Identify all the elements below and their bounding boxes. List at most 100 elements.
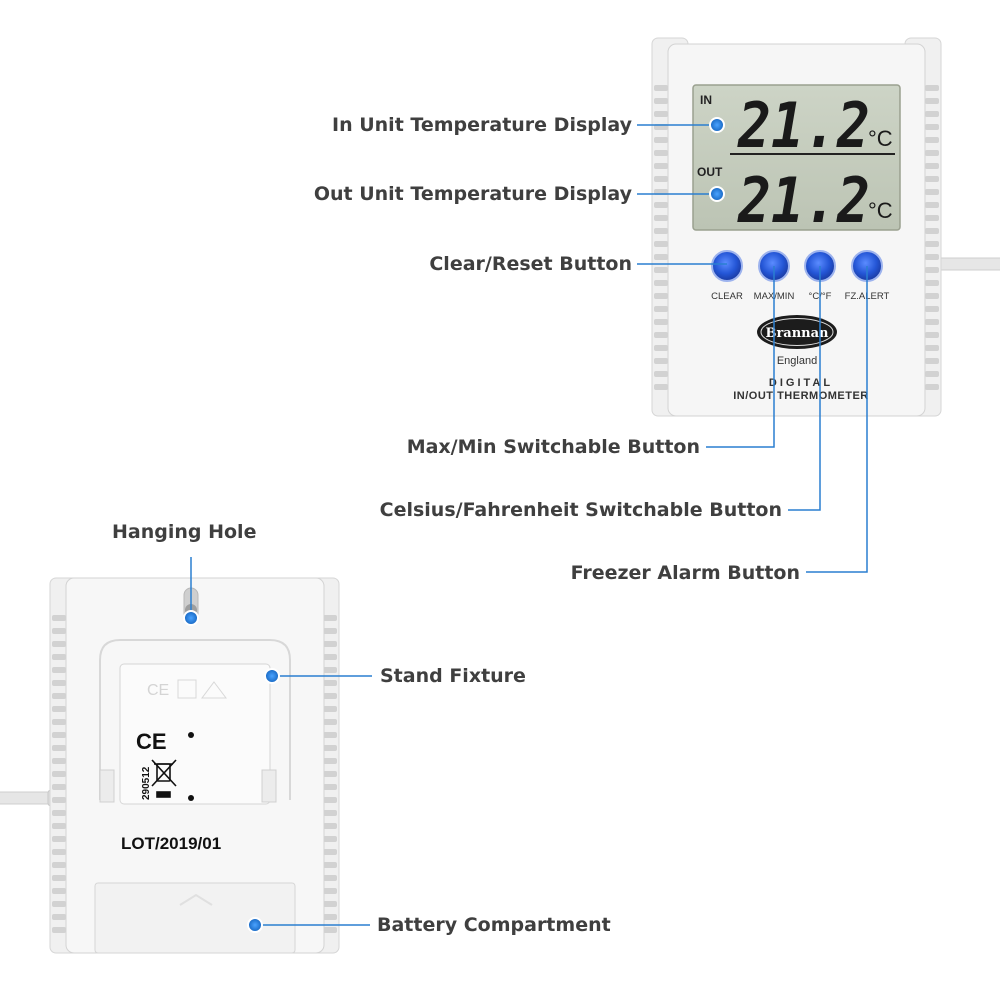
screw-dot-bottom — [188, 795, 194, 801]
dot-battery — [247, 917, 263, 933]
vent-slot — [52, 862, 66, 868]
vent-slot — [323, 849, 337, 855]
vent-slot — [925, 267, 939, 273]
vent-slot — [654, 176, 668, 182]
callout-battery: Battery Compartment — [377, 914, 611, 936]
vent-slot — [654, 306, 668, 312]
vent-slot — [52, 797, 66, 803]
vent-slot — [654, 345, 668, 351]
weee-bin-icon — [151, 759, 177, 798]
callout-maxmin-button: Max/Min Switchable Button — [406, 436, 700, 458]
lcd-screen — [692, 84, 901, 231]
callout-lines — [190, 124, 868, 926]
vent-slot — [323, 914, 337, 920]
back-left-vent-slots — [52, 615, 66, 933]
vent-slot — [654, 85, 668, 91]
vent-slot — [52, 901, 66, 907]
vent-slot — [654, 111, 668, 117]
lcd-in-label: IN — [700, 93, 712, 107]
vent-slot — [52, 719, 66, 725]
vent-slot — [323, 654, 337, 660]
vent-slot — [52, 745, 66, 751]
vent-slot — [925, 345, 939, 351]
vent-slot — [52, 927, 66, 933]
battery-compartment — [94, 882, 296, 954]
vent-slot — [323, 888, 337, 894]
vent-slot — [52, 875, 66, 881]
brand-logo: Brannan England — [757, 315, 837, 367]
vent-slot — [925, 306, 939, 312]
screw-dot-top — [188, 732, 194, 738]
clear-button-label: CLEAR — [711, 291, 743, 302]
vent-slot — [52, 758, 66, 764]
embossed-ce: CE — [147, 682, 169, 699]
vent-slot — [52, 823, 66, 829]
vent-slot — [654, 150, 668, 156]
vent-slot — [654, 228, 668, 234]
vent-slot — [925, 215, 939, 221]
vent-slot — [323, 680, 337, 686]
vent-slot — [323, 745, 337, 751]
vent-slot — [52, 654, 66, 660]
vent-slot — [52, 888, 66, 894]
vent-slot — [925, 280, 939, 286]
vent-slot — [654, 371, 668, 377]
vent-slot — [654, 202, 668, 208]
vent-slot — [925, 371, 939, 377]
brand-name: Brannan — [765, 326, 829, 341]
vent-slot — [323, 732, 337, 738]
vent-slot — [323, 758, 337, 764]
vent-slot — [323, 836, 337, 842]
vent-slot — [654, 163, 668, 169]
line-cf — [788, 266, 821, 511]
callout-dots — [183, 117, 725, 933]
vent-slot — [323, 693, 337, 699]
vent-slot — [323, 810, 337, 816]
vent-slot — [52, 667, 66, 673]
vent-slot — [52, 784, 66, 790]
dot-out-display — [709, 186, 725, 202]
vent-slot — [52, 628, 66, 634]
vent-slot — [925, 319, 939, 325]
vent-slot — [323, 719, 337, 725]
vent-slot — [323, 667, 337, 673]
callout-cf-button: Celsius/Fahrenheit Switchable Button — [379, 499, 782, 521]
vent-slot — [925, 124, 939, 130]
vent-slot — [654, 358, 668, 364]
out-temperature-reading: 21.2 — [737, 164, 870, 237]
vent-slot — [925, 176, 939, 182]
vent-slot — [52, 693, 66, 699]
vent-slot — [654, 384, 668, 390]
vent-slot — [654, 98, 668, 104]
callout-in-display: In Unit Temperature Display — [332, 114, 632, 136]
vent-slot — [925, 332, 939, 338]
vent-slot — [323, 641, 337, 647]
product-line2: IN/OUT THERMOMETER — [733, 390, 869, 402]
vent-slot — [925, 111, 939, 117]
vent-slot — [925, 293, 939, 299]
vent-slot — [52, 849, 66, 855]
vent-slot — [52, 706, 66, 712]
vent-slot — [654, 254, 668, 260]
brand-origin: England — [777, 355, 817, 367]
clear-button[interactable]: CLEAR — [711, 250, 743, 302]
callout-stand-fixture: Stand Fixture — [380, 665, 526, 687]
vent-slot — [323, 875, 337, 881]
lot-number: LOT/2019/01 — [121, 834, 221, 853]
vent-slot — [925, 137, 939, 143]
dot-hanging — [183, 610, 199, 626]
callout-freezer-button: Freezer Alarm Button — [570, 562, 800, 584]
ce-mark: CE — [136, 729, 167, 754]
vent-slot — [52, 914, 66, 920]
callout-clear-button: Clear/Reset Button — [429, 253, 632, 275]
dot-stand — [264, 668, 280, 684]
out-unit: °C — [868, 198, 893, 223]
vent-slot — [654, 293, 668, 299]
vent-slot — [52, 810, 66, 816]
vent-slot — [925, 98, 939, 104]
vent-slot — [323, 862, 337, 868]
vent-slot — [323, 706, 337, 712]
vent-slot — [323, 797, 337, 803]
vent-slot — [323, 823, 337, 829]
